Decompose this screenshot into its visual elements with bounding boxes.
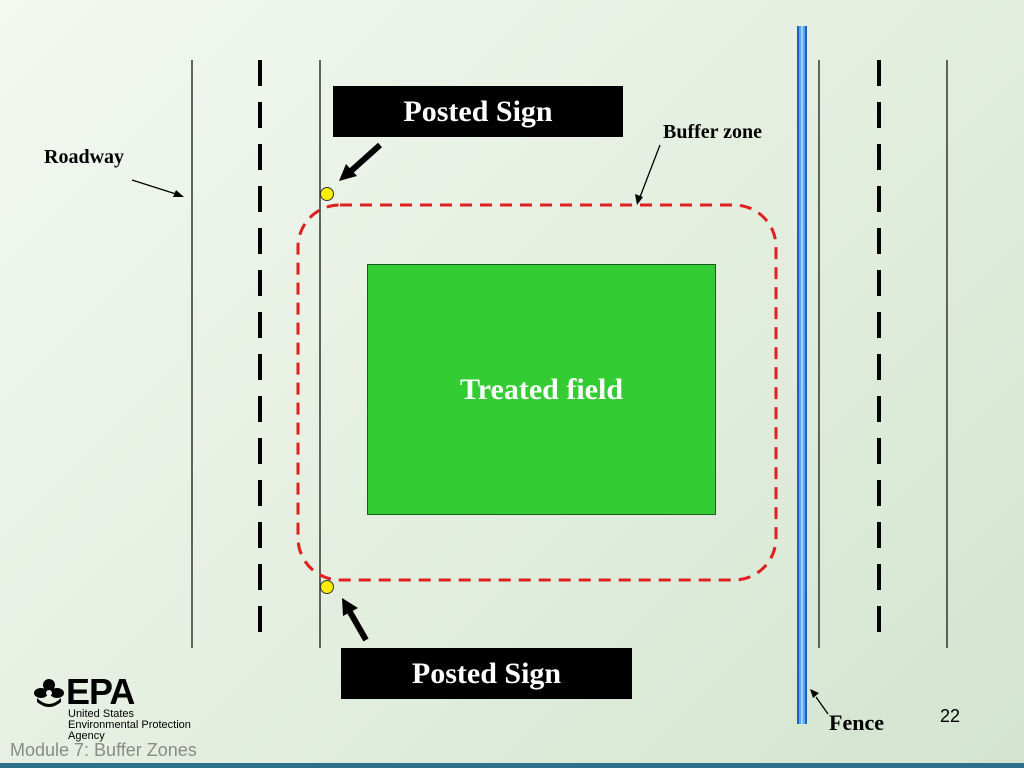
epa-wordmark: EPA <box>66 671 135 712</box>
treated-field-label: Treated field <box>459 372 624 406</box>
epa-agency-line: Environmental Protection <box>68 719 191 731</box>
epa-agency-line: United States <box>68 708 135 720</box>
sign-marker-bottom <box>320 580 334 594</box>
sign-marker-top <box>320 187 334 201</box>
treated-field: Treated field <box>367 264 716 515</box>
posted-sign-bottom: Posted Sign <box>341 648 632 699</box>
top-sign-arrow <box>339 142 383 181</box>
footer-module-title: Module 7: Buffer Zones <box>10 740 197 760</box>
fence <box>797 26 807 724</box>
footer-bar <box>0 763 1024 768</box>
fence-pointer <box>810 689 829 715</box>
bottom-sign-arrow <box>342 598 369 642</box>
fence-label: Fence <box>829 710 884 735</box>
page-number: 22 <box>940 706 961 726</box>
buffer-zone-boundary <box>296 203 778 582</box>
roadway-label: Roadway <box>44 146 125 168</box>
buffer-zone-label: Buffer zone <box>663 121 763 143</box>
posted-sign-top: Posted Sign <box>333 86 623 137</box>
roadway-pointer <box>131 179 184 197</box>
buffer-zone-pointer <box>635 144 661 205</box>
epa-logo: EPA United States Environmental Protecti… <box>34 674 224 744</box>
epa-flower-icon <box>34 679 64 707</box>
epa-agency-line: Agency <box>68 730 105 742</box>
epa-agency-name: United States Environmental Protection A… <box>68 709 191 742</box>
